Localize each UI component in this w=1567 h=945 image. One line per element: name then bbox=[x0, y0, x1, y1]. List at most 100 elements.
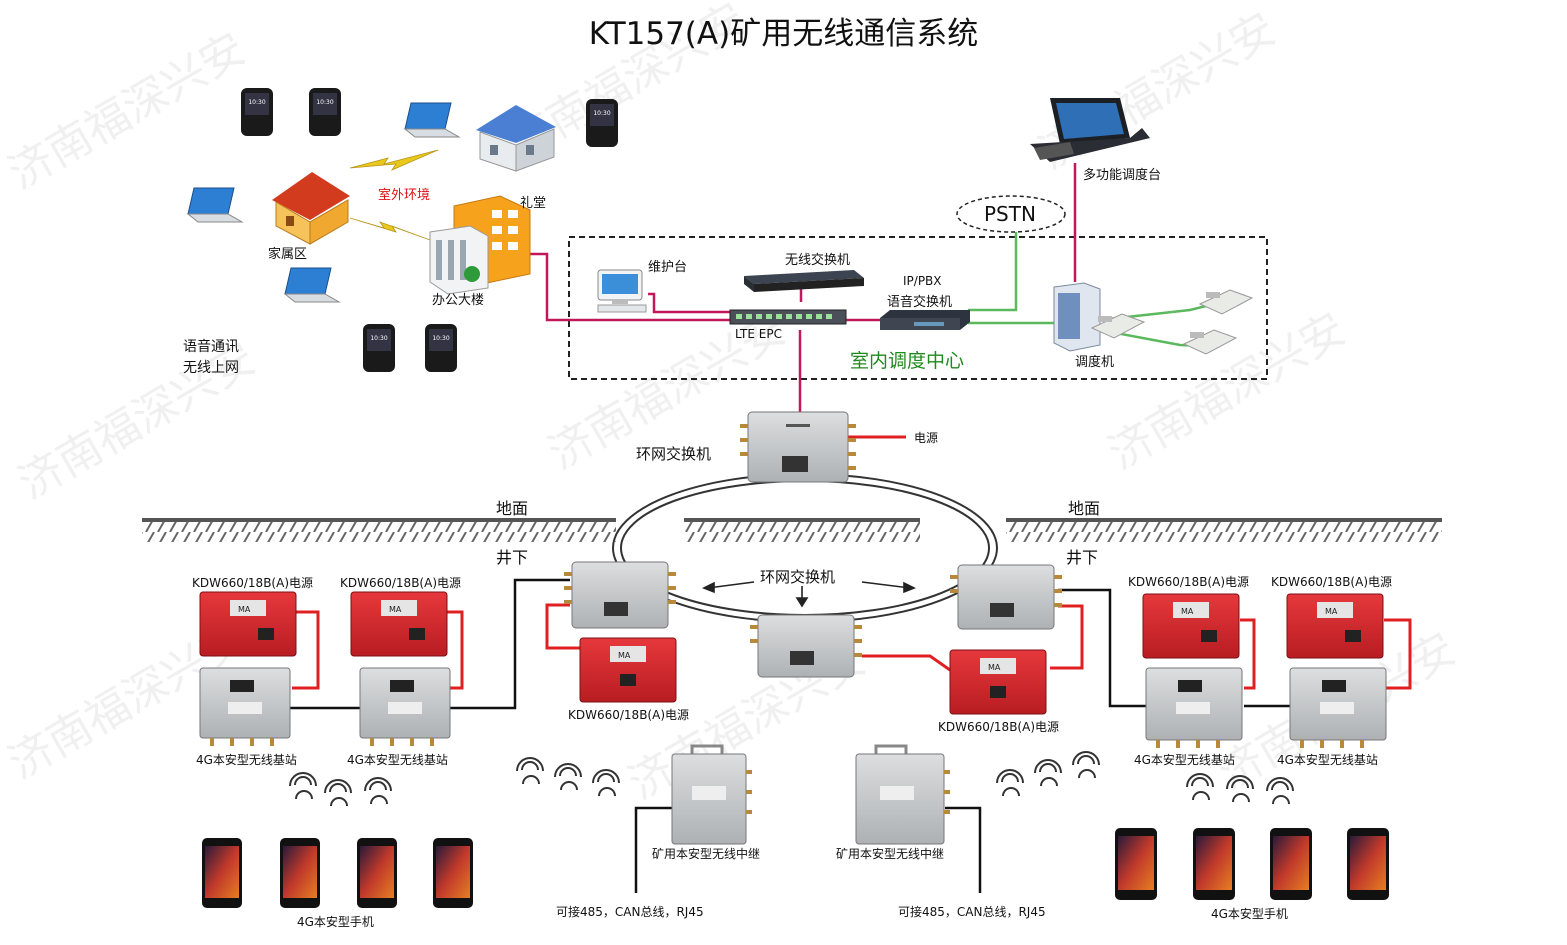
hall-label: 礼堂 bbox=[520, 196, 547, 211]
rugged-phone-icon: 10:30 bbox=[241, 88, 273, 136]
power-label: 电源 bbox=[914, 431, 939, 445]
power-supply-5: MA bbox=[1142, 593, 1240, 659]
underground-label-right: 井下 bbox=[1066, 548, 1099, 567]
signal-icon bbox=[1226, 775, 1254, 803]
svg-text:MA: MA bbox=[618, 651, 631, 660]
signal-icon bbox=[1266, 777, 1294, 805]
family-house-icon bbox=[272, 172, 350, 245]
right-switch-power-cable bbox=[1050, 604, 1084, 670]
underground-label-left: 井下 bbox=[496, 548, 529, 567]
left-switch-data-cable bbox=[448, 578, 570, 710]
bs1-power-cable bbox=[292, 610, 320, 690]
watermark-text: 济南福深兴安 bbox=[0, 23, 254, 199]
wireless-switch-icon bbox=[744, 270, 864, 292]
surface-phones: 10:30 10:30 10:30 10:30 10:30 bbox=[241, 88, 618, 372]
office-building-icon bbox=[429, 195, 531, 295]
power-supply-label: KDW660/18B(A)电源 bbox=[938, 720, 1059, 734]
outdoor-label: 室外环境 bbox=[378, 188, 431, 203]
power-supply-1: MA bbox=[199, 591, 297, 657]
office-label: 办公大楼 bbox=[432, 293, 485, 308]
svg-text:MA: MA bbox=[238, 605, 251, 614]
arrow-icon bbox=[795, 597, 809, 608]
laptop-icon bbox=[403, 102, 461, 138]
base-station-label: 4G本安型无线基站 bbox=[196, 753, 297, 767]
repeater-2 bbox=[855, 744, 950, 845]
smartphone-icon bbox=[1347, 828, 1389, 900]
svg-text:10:30: 10:30 bbox=[248, 99, 265, 106]
interfaces-label: 可接485，CAN总线，RJ45 bbox=[898, 905, 1046, 919]
base-station-label: 4G本安型无线基站 bbox=[347, 753, 448, 767]
power-supply-4: MA bbox=[949, 649, 1047, 715]
service-voice-label: 语音通讯 bbox=[183, 339, 239, 355]
data-cables bbox=[290, 578, 1290, 893]
office-phone-icon bbox=[1182, 329, 1238, 355]
signal-icon bbox=[554, 763, 582, 791]
signal-icon bbox=[1034, 759, 1062, 787]
pstn-label: PSTN bbox=[984, 202, 1036, 226]
maintenance-cable bbox=[648, 292, 735, 314]
console-label: 多功能调度台 bbox=[1083, 168, 1162, 183]
repeater-1 bbox=[671, 744, 752, 845]
wireless-switch-label: 无线交换机 bbox=[785, 253, 851, 268]
left-switch-power-cable bbox=[545, 603, 580, 650]
base-station-label: 4G本安型无线基站 bbox=[1277, 753, 1378, 767]
laptop-icon bbox=[283, 267, 341, 303]
ring-arrows bbox=[702, 581, 916, 608]
ring-switch-center bbox=[750, 614, 862, 678]
svg-text:10:30: 10:30 bbox=[370, 335, 387, 342]
pbx-label-line2: 语音交换机 bbox=[887, 295, 953, 310]
maintenance-label: 维护台 bbox=[648, 260, 688, 275]
signal-icon bbox=[1186, 773, 1214, 801]
signal-icon bbox=[516, 757, 544, 785]
power-supply-label: KDW660/18B(A)电源 bbox=[1128, 575, 1249, 589]
signal-icon bbox=[1072, 751, 1100, 779]
repeater2-cable bbox=[945, 806, 982, 893]
pbx-to-pstn-line bbox=[968, 231, 1018, 312]
laptops bbox=[186, 102, 461, 303]
smartphone-icon bbox=[1115, 828, 1157, 900]
pstn-cloud bbox=[956, 195, 1066, 233]
repeater-label: 矿用本安型无线中继 bbox=[652, 847, 761, 861]
svg-text:10:30: 10:30 bbox=[316, 99, 333, 106]
office-phone-icon bbox=[1198, 289, 1254, 315]
lightning-icon bbox=[349, 149, 439, 171]
power-supply-label: KDW660/18B(A)电源 bbox=[340, 576, 461, 590]
center-switch-power-cable bbox=[862, 654, 951, 672]
center-ring-switch-label: 环网交换机 bbox=[760, 568, 836, 586]
surface-label-left: 地面 bbox=[496, 499, 529, 518]
svg-text:MA: MA bbox=[1325, 607, 1338, 616]
base-station-4 bbox=[1289, 667, 1387, 748]
svg-text:MA: MA bbox=[389, 605, 402, 614]
lightning-icon bbox=[349, 217, 431, 241]
arrow-icon bbox=[903, 581, 916, 594]
power-supply-label: KDW660/18B(A)电源 bbox=[192, 576, 313, 590]
signal-icon bbox=[592, 769, 620, 797]
top-ring-switch-label: 环网交换机 bbox=[636, 445, 712, 463]
office-to-epc-cable bbox=[530, 252, 745, 322]
family-area-label: 家属区 bbox=[268, 247, 308, 262]
power-supply-label: KDW660/18B(A)电源 bbox=[568, 708, 689, 722]
rugged-phone-icon: 10:30 bbox=[586, 99, 618, 147]
ethernet-cables bbox=[530, 163, 1077, 412]
dispatch-console-icon bbox=[1030, 98, 1150, 162]
svg-text:10:30: 10:30 bbox=[432, 335, 449, 342]
interfaces-label: 可接485，CAN总线，RJ45 bbox=[556, 905, 704, 919]
smartphone-icon bbox=[1270, 828, 1312, 900]
control-center-label: 室内调度中心 bbox=[850, 350, 965, 372]
svg-text:10:30: 10:30 bbox=[593, 110, 610, 117]
signal-icon bbox=[996, 769, 1024, 797]
power-cables bbox=[292, 435, 1412, 690]
right-switch-data-cable bbox=[1058, 588, 1146, 708]
signal-icon bbox=[364, 777, 392, 805]
signal-waves bbox=[289, 751, 1294, 807]
smartphone-icon bbox=[357, 838, 397, 908]
repeater-label: 矿用本安型无线中继 bbox=[836, 847, 945, 861]
power-supply-3: MA bbox=[579, 637, 677, 703]
signal-icon bbox=[289, 772, 317, 800]
power-supply-6: MA bbox=[1286, 593, 1384, 659]
svg-text:MA: MA bbox=[988, 663, 1001, 672]
signal-icon bbox=[324, 779, 352, 807]
arrow-icon bbox=[702, 581, 715, 594]
service-internet-label: 无线上网 bbox=[183, 360, 239, 376]
power-supply-2: MA bbox=[350, 591, 448, 657]
